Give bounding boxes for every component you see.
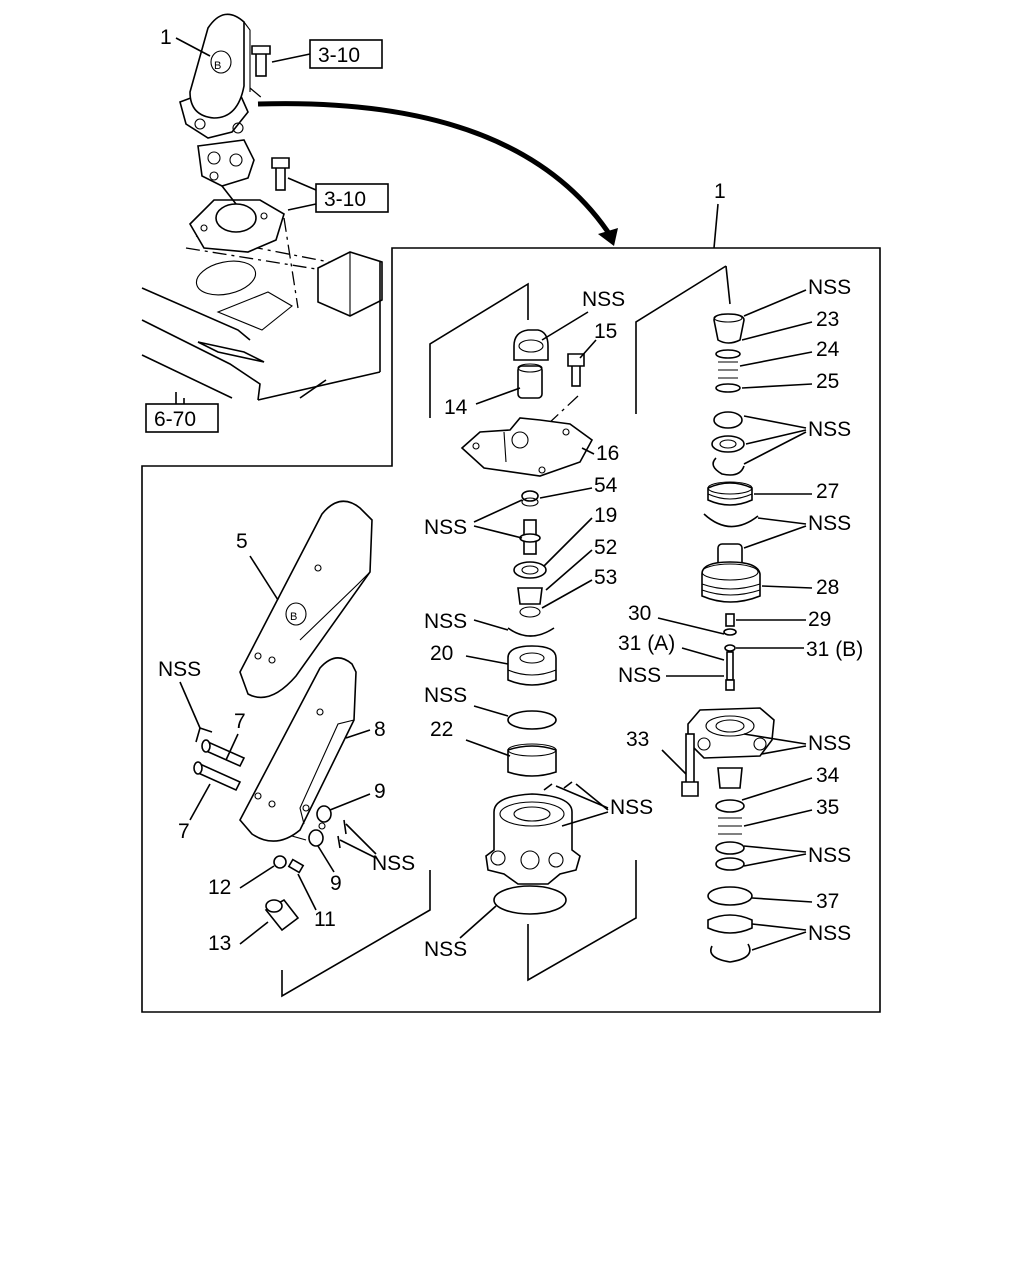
label-ring-25: 25 — [816, 370, 839, 393]
label-ring-37: 37 — [816, 890, 839, 913]
label-nss-housing: NSS — [808, 732, 851, 755]
label-nss-cotter: NSS — [372, 852, 415, 875]
label-ring-22: 22 — [430, 718, 453, 741]
label-bolt-33: 33 — [626, 728, 649, 751]
label-nss-oring1: NSS — [424, 610, 467, 633]
label-pedal-8: 8 — [374, 718, 386, 741]
overview-illustration: B — [141, 13, 383, 410]
label-part-29: 29 — [808, 608, 831, 631]
label-nss-seals: NSS — [808, 418, 851, 441]
label-part-31b: 31 (B) — [806, 638, 863, 661]
label-roller-13: 13 — [208, 932, 231, 955]
label-spring-54: 54 — [594, 474, 618, 497]
label-piston-14: 14 — [444, 396, 468, 419]
right-valve-stack — [681, 265, 775, 963]
svg-text:B: B — [290, 611, 297, 623]
label-nss-oring2: NSS — [424, 684, 467, 707]
ref-box-top-bolt: 3-10 — [271, 39, 383, 69]
label-spring-35: 35 — [816, 796, 839, 819]
ref-box-top-bolt-text: 3-10 — [318, 44, 360, 67]
label-washer-9a: 9 — [374, 780, 386, 803]
label-nss-pedal-pin: NSS — [158, 658, 201, 681]
label-nut-12: 12 — [208, 876, 231, 899]
label-nss-lower-seals: NSS — [808, 844, 851, 867]
detail-pointer-arc — [257, 101, 615, 240]
label-assy-detail: 1 — [714, 180, 726, 203]
pedal-group: B — [193, 500, 431, 998]
label-pedal-5: 5 — [236, 530, 248, 553]
label-spring-24: 24 — [816, 338, 840, 361]
detail-frame — [141, 247, 881, 1013]
label-pin-7a: 7 — [234, 710, 246, 733]
label-nss-31: NSS — [618, 664, 661, 687]
label-spring-52: 52 — [594, 536, 617, 559]
label-spring-27: 27 — [816, 480, 839, 503]
label-assy-main: 1 — [160, 26, 172, 49]
ref-box-floor: 6-70 — [145, 403, 219, 433]
svg-text:B: B — [214, 60, 221, 72]
label-bolt-15: 15 — [594, 320, 617, 343]
label-nut-11: 11 — [314, 908, 336, 931]
label-nss-23: NSS — [808, 276, 851, 299]
label-plunger-19: 19 — [594, 504, 617, 527]
label-washer-9b: 9 — [330, 872, 342, 895]
label-nss-snap: NSS — [808, 922, 851, 945]
label-nss-oring3: NSS — [808, 512, 851, 535]
detail-pointer-arrowhead — [598, 228, 618, 246]
label-piston-28: 28 — [816, 576, 839, 599]
label-nss-boot: NSS — [582, 288, 625, 311]
ref-box-mount-bolt: 3-10 — [287, 177, 389, 213]
label-pin-7b: 7 — [178, 820, 190, 843]
ref-box-floor-text: 6-70 — [154, 408, 196, 431]
label-spring-53: 53 — [594, 566, 617, 589]
center-valve-stack — [429, 265, 727, 982]
label-part-31a: 31 (A) — [618, 632, 675, 655]
label-nss-body-oring: NSS — [424, 938, 467, 961]
label-piston-23: 23 — [816, 308, 839, 331]
label-part-30: 30 — [628, 602, 651, 625]
label-valve-34: 34 — [816, 764, 840, 787]
label-cover-16: 16 — [596, 442, 619, 465]
label-seat-20: 20 — [430, 642, 453, 665]
ref-box-mount-bolt-text: 3-10 — [324, 188, 366, 211]
label-nss-54: NSS — [424, 516, 467, 539]
label-nss-body-pins: NSS — [610, 796, 653, 819]
